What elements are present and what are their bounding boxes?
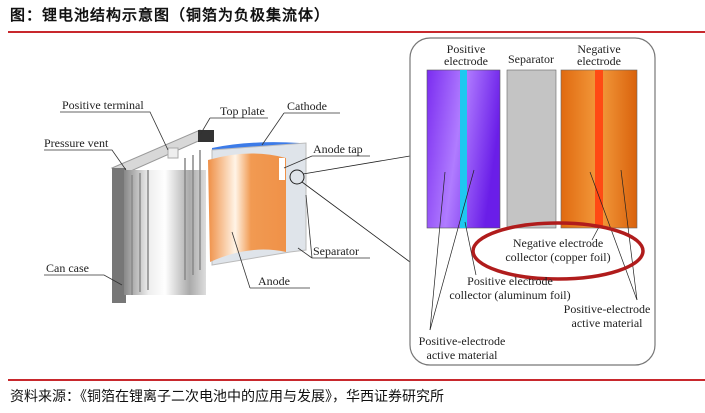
aluminum-foil (460, 70, 467, 228)
source-note: 资料来源：《铜箔在锂离子二次电池中的应用与发展》，华西证券研究所 (10, 389, 444, 405)
label-active-material-right: Positive-electrode (564, 302, 651, 316)
label-positive-electrode-2: electrode (444, 54, 488, 68)
label-negative-electrode: Negative (577, 42, 620, 56)
title-divider (8, 31, 705, 33)
label-positive-electrode: Positive (447, 42, 486, 56)
label-active-material-left-2: active material (427, 348, 499, 362)
label-cathode: Cathode (287, 99, 327, 113)
label-positive-collector: Positive electrode (467, 274, 553, 288)
label-negative-collector: Negative electrode (513, 236, 603, 250)
battery-can (110, 129, 214, 303)
label-separator: Separator (313, 244, 359, 258)
zoom-circle (289, 169, 305, 185)
copper-foil (595, 70, 603, 228)
label-positive-collector-2: collector (aluminum foil) (449, 288, 570, 302)
label-anode: Anode (258, 274, 290, 288)
label-anode-tap: Anode tap (313, 142, 363, 156)
label-active-material-right-2: active material (572, 316, 644, 330)
separator-layer (506, 69, 557, 229)
label-pressure-vent: Pressure vent (44, 136, 109, 150)
figure-title: 图：锂电池结构示意图（铜箔为负极集流体） (10, 6, 331, 24)
label-negative-collector-2: collector (copper foil) (505, 250, 610, 264)
label-separator-detail: Separator (508, 52, 554, 66)
footer-divider (8, 379, 705, 381)
label-top-plate: Top plate (220, 104, 265, 118)
label-active-material-left: Positive-electrode (419, 334, 506, 348)
label-positive-terminal: Positive terminal (62, 98, 144, 112)
label-can-case: Can case (46, 261, 89, 275)
highlight-ellipse (471, 221, 645, 281)
label-negative-electrode-2: electrode (577, 54, 621, 68)
anode-sheet (208, 153, 286, 262)
